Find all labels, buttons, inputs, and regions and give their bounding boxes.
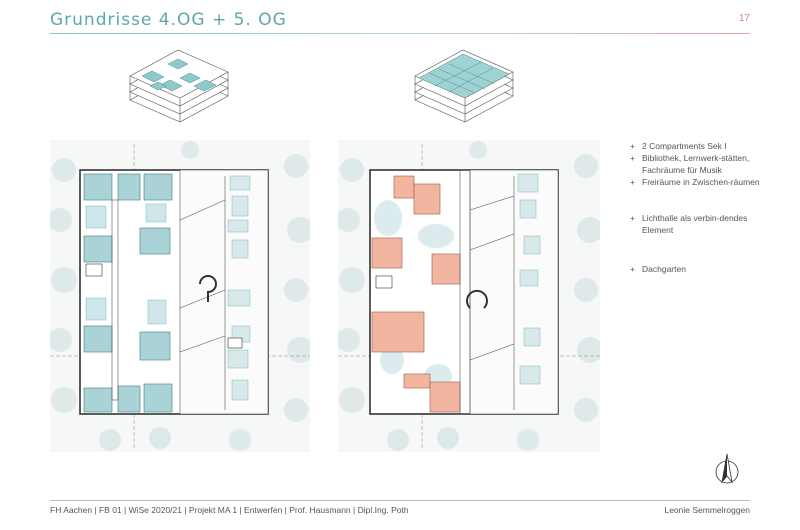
page-number: 17 [738, 13, 750, 24]
note-item: +Dachgarten [630, 264, 686, 274]
note-item: +Bibliothek, Lernwerk-stätten, Fachräume… [630, 153, 750, 175]
page-title: Grundrisse 4.OG + 5. OG [50, 10, 287, 30]
footer-credits: FH Aachen | FB 01 | WiSe 2020/21 | Proje… [50, 505, 409, 515]
floor-plan-4og [50, 140, 310, 452]
note-item: +Freiräume in Zwischen-räumen [630, 177, 760, 187]
note-item: +Lichthalle als verbin-dendes Element [630, 213, 748, 235]
north-arrow-icon [715, 453, 739, 484]
isometric-5og [414, 49, 514, 123]
note-item: +2 Compartments Sek I [630, 141, 727, 151]
footer-rule [50, 500, 750, 501]
isometric-4og [129, 49, 229, 123]
notes-list: +2 Compartments Sek I +Bibliothek, Lernw… [630, 140, 760, 275]
floor-plan-5og [338, 140, 600, 452]
footer-author: Leonie Semmelroggen [664, 505, 750, 515]
title-rule [50, 33, 750, 34]
